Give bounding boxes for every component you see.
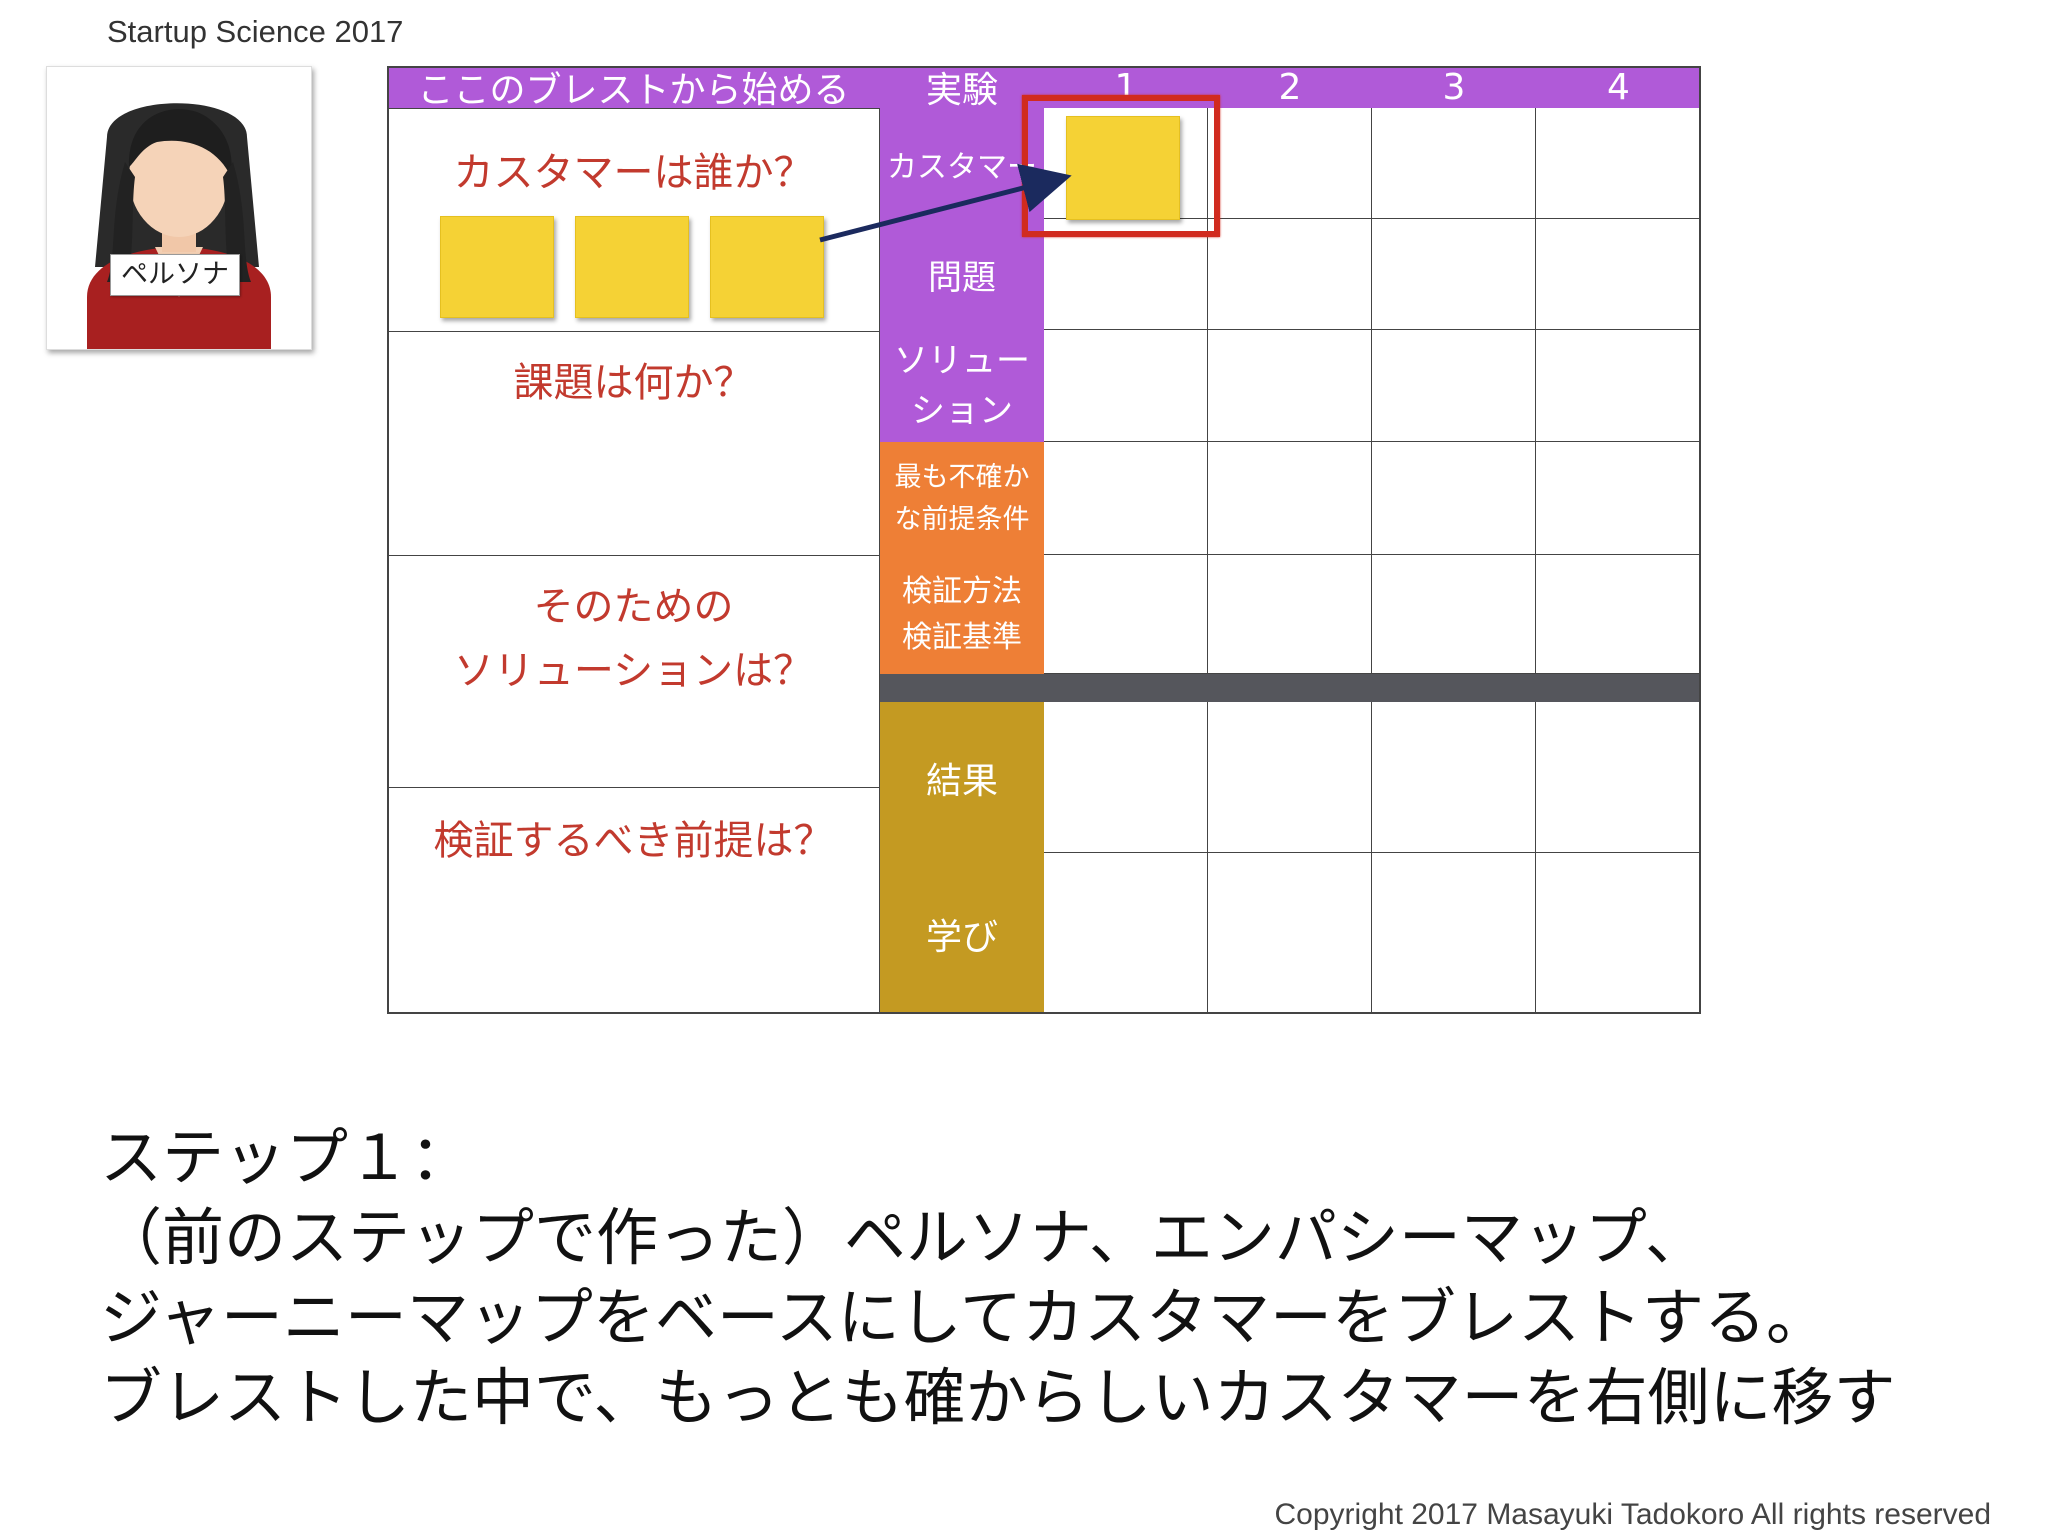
grid-cell[interactable]: [1208, 555, 1372, 674]
grid-cell[interactable]: [1044, 442, 1208, 555]
left-divider: [879, 108, 880, 1014]
left-section-solution: [387, 555, 880, 788]
grid-cell[interactable]: [1536, 108, 1701, 219]
row-label-solution: ソリュー ション: [880, 330, 1044, 443]
question-assumption: 検証するべき前提は？: [433, 818, 834, 864]
board-header-experiment: 実験: [880, 66, 1045, 111]
grid-cell[interactable]: [1044, 330, 1208, 442]
board-header-start: ここのブレストから始める: [387, 66, 881, 111]
grid-cell[interactable]: [1372, 442, 1536, 555]
row-label-solution-line2: ション: [911, 391, 1013, 431]
row-label-uncertain-line1: 最も不確か: [894, 461, 1030, 493]
grid-cell[interactable]: [1208, 108, 1372, 219]
grid-cell[interactable]: [1208, 219, 1372, 330]
row-label-solution-line1: ソリュー: [894, 341, 1030, 381]
row-label-learning: 学び: [880, 853, 1044, 1014]
left-section-customer: [387, 108, 880, 332]
grid-cell[interactable]: [1536, 219, 1701, 330]
persona-card: ペルソナ: [46, 66, 312, 350]
step-line-4: ブレストした中で、もっとも確からしいカスタマーを右側に移す: [100, 1361, 1896, 1434]
divider-bar: [880, 674, 1701, 702]
board-header-col-2: 2: [1208, 66, 1373, 108]
grid-cell[interactable]: [1536, 702, 1701, 853]
board-header-col-4: 4: [1536, 66, 1701, 108]
grid-cell[interactable]: [1372, 853, 1536, 1014]
grid-cell[interactable]: [1044, 219, 1208, 330]
question-solution-line2: ソリューションは？: [453, 648, 814, 694]
row-label-problem: 問題: [880, 219, 1044, 331]
grid-cell[interactable]: [1208, 442, 1372, 555]
grid-cell[interactable]: [1208, 702, 1372, 853]
grid-cell[interactable]: [1044, 555, 1208, 674]
grid-cell[interactable]: [1372, 555, 1536, 674]
grid-cell[interactable]: [1372, 330, 1536, 442]
question-problem: 課題は何か？: [513, 360, 754, 406]
sticky-note-3[interactable]: [710, 216, 824, 318]
sticky-note-2[interactable]: [575, 216, 689, 318]
row-label-method-line2: 検証基準: [902, 619, 1022, 655]
row-label-uncertain-line2: な前提条件: [894, 503, 1030, 535]
row-label-method-line1: 検証方法: [902, 573, 1022, 609]
sticky-note-1[interactable]: [440, 216, 554, 318]
step-line-3: ジャーニーマップをベースにしてカスタマーをブレストする。: [100, 1281, 1828, 1354]
grid-cell[interactable]: [1536, 442, 1701, 555]
question-solution-line1: そのための: [533, 584, 734, 630]
row-label-result: 結果: [880, 702, 1044, 854]
grid-cell[interactable]: [1536, 330, 1701, 442]
grid-cell[interactable]: [1208, 330, 1372, 442]
row-label-uncertain: 最も不確か な前提条件: [880, 442, 1044, 556]
grid-cell[interactable]: [1208, 853, 1372, 1014]
persona-label: ペルソナ: [110, 254, 240, 296]
step-description: ステップ１： （前のステップで作った）ペルソナ、エンパシーマップ、 ジャーニーマ…: [100, 1118, 2030, 1438]
grid-cell[interactable]: [1044, 702, 1208, 853]
copyright: Copyright 2017 Masayuki Tadokoro All rig…: [1274, 1498, 1991, 1531]
question-customer: カスタマーは誰か？: [453, 150, 814, 196]
header-title: Startup Science 2017: [107, 14, 404, 49]
left-section-problem: [387, 330, 880, 556]
sticky-note-selected[interactable]: [1066, 116, 1180, 220]
board-header-col-3: 3: [1372, 66, 1537, 108]
grid-cell[interactable]: [1044, 853, 1208, 1014]
grid-cell[interactable]: [1372, 702, 1536, 853]
grid-cell[interactable]: [1536, 555, 1701, 674]
grid-cell[interactable]: [1372, 219, 1536, 330]
row-label-method: 検証方法 検証基準: [880, 555, 1044, 675]
step-line-1: ステップ１：: [100, 1121, 473, 1194]
step-line-2: （前のステップで作った）ペルソナ、エンパシーマップ、: [100, 1201, 1708, 1274]
grid-cell[interactable]: [1372, 108, 1536, 219]
